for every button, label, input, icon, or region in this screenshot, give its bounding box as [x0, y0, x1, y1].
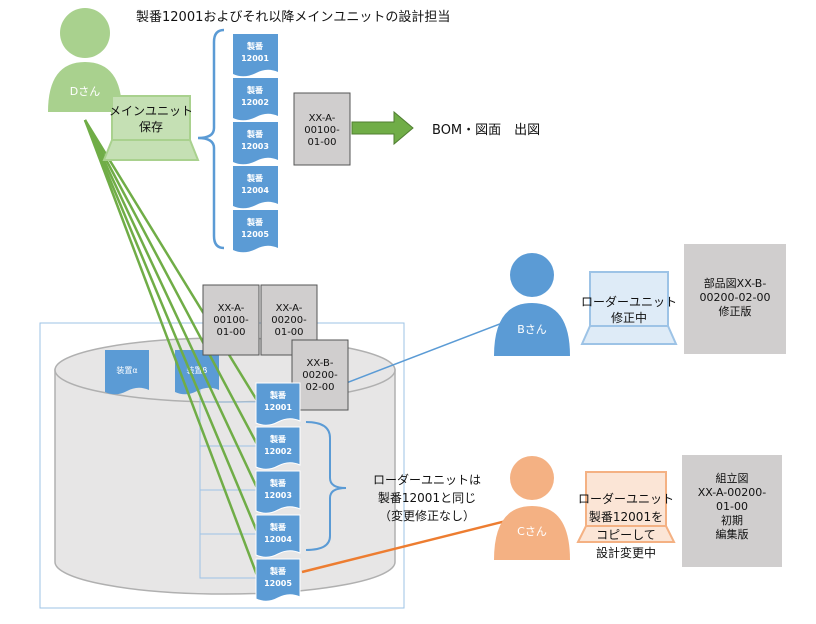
- db-doc-12002-line1: 製番: [269, 434, 287, 444]
- db-doc-12002-line2: 12002: [264, 447, 292, 456]
- person-d-name: Dさん: [70, 85, 100, 98]
- db-doc-12001-line1: 製番: [269, 390, 287, 400]
- top-doc-12005-line2: 12005: [241, 230, 269, 239]
- db-doc-12004: 製番 12004: [255, 514, 301, 558]
- output-label: BOM・図面 出図: [432, 123, 540, 138]
- db-tree-lines: [199, 385, 258, 579]
- top-doc-12003: 製番 12003: [233, 122, 278, 165]
- db-doc-12005: 製番 12005: [255, 558, 301, 602]
- person-c: Cさん: [494, 456, 570, 560]
- top-doc-12002-line1: 製番: [246, 85, 264, 95]
- diagram-title: 製番12001およびそれ以降メインユニットの設計担当: [136, 9, 450, 25]
- device-alpha-label: 装置α: [116, 365, 137, 375]
- person-c-name: Cさん: [517, 525, 547, 538]
- db-doc-12005-line2: 12005: [264, 579, 292, 588]
- top-doc-12004: 製番 12004: [233, 166, 278, 209]
- person-d: Dさん: [48, 8, 122, 112]
- b-drawing-box: 部品図XX-B- 00200-02-00 修正版: [684, 244, 786, 354]
- top-doc-12003-line1: 製番: [246, 129, 264, 139]
- laptop-d-line1: メインユニット: [109, 104, 193, 118]
- c-connection-line: [301, 518, 511, 574]
- db-brace: [305, 421, 347, 551]
- db-doc-12004-line1: 製番: [269, 522, 287, 532]
- top-doc-12001-line1: 製番: [246, 41, 264, 51]
- c-drawing-box: 組立図 XX-A-00200- 01-00 初期 編集版: [682, 455, 782, 567]
- top-doc-12003-line2: 12003: [241, 142, 269, 151]
- person-d-body: [48, 62, 122, 112]
- top-doc-12001: 製番 12001: [233, 34, 278, 77]
- db-doc-12005-line1: 製番: [269, 566, 287, 576]
- db-doc-12002: 製番 12002: [255, 426, 301, 470]
- b-drawing-line1: 部品図XX-B-: [704, 276, 767, 290]
- laptop-b: ローダーユニット 修正中: [580, 271, 678, 345]
- person-b-name: Bさん: [517, 323, 547, 336]
- db-doc-12001: 製番 12001: [255, 382, 301, 426]
- part-box-db3-line1: XX-B-: [307, 358, 334, 369]
- laptop-c-line1: ローダーユニット: [578, 491, 674, 506]
- c-drawing-line4: 初期: [721, 513, 743, 527]
- top-doc-12002-line2: 12002: [241, 98, 269, 107]
- loader-note-line2: 製番12001と同じ: [378, 491, 476, 505]
- laptop-d: メインユニット 保存: [102, 95, 200, 161]
- person-d-head: [60, 8, 110, 58]
- part-box-db1-line1: XX-A-: [218, 303, 245, 314]
- top-doc-12004-line1: 製番: [246, 173, 264, 183]
- b-drawing-line2: 00200-02-00: [700, 291, 771, 304]
- part-box-db1-line2: 00100-: [213, 315, 249, 326]
- b-drawing-line3: 修正版: [719, 304, 752, 318]
- part-box-db2-line1: XX-A-: [276, 303, 303, 314]
- db-doc-12001-line2: 12001: [264, 403, 292, 412]
- part-box-db3-line2: 00200-: [302, 370, 338, 381]
- db-doc-12003-line1: 製番: [269, 478, 287, 488]
- laptop-c: ローダーユニット 製番12001を コピーして 設計変更中: [576, 471, 676, 560]
- part-box-db3: XX-B- 00200- 02-00: [291, 339, 349, 411]
- output-arrow: [351, 110, 414, 146]
- laptop-c-line3: コピーして: [596, 528, 656, 542]
- db-doc-12003-line2: 12003: [264, 491, 292, 500]
- part-box-db1-line3: 01-00: [216, 327, 245, 338]
- top-doc-12005: 製番 12005: [233, 210, 278, 253]
- part-box-top-line2: 00100-: [304, 125, 340, 136]
- db-doc-12004-line2: 12004: [264, 535, 292, 544]
- part-box-db2-line3: 01-00: [274, 327, 303, 338]
- loader-note-line3: （変更修正なし）: [379, 508, 475, 523]
- top-doc-12002: 製番 12002: [233, 78, 278, 121]
- c-drawing-line5: 編集版: [716, 527, 749, 541]
- top-brace: [197, 28, 225, 250]
- person-b-head: [510, 253, 554, 297]
- top-doc-12001-line2: 12001: [241, 54, 269, 63]
- part-box-top-line1: XX-A-: [309, 113, 336, 124]
- laptop-b-line2: 修正中: [611, 310, 647, 325]
- person-b: Bさん: [494, 253, 570, 356]
- part-box-db1: XX-A- 00100- 01-00: [202, 284, 260, 356]
- loader-note-line1: ローダーユニットは: [373, 472, 481, 487]
- db-doc-12003: 製番 12003: [255, 470, 301, 514]
- device-beta-label: 装置β: [186, 365, 207, 375]
- laptop-d-line2: 保存: [139, 120, 163, 134]
- part-box-top: XX-A- 00100- 01-00: [293, 92, 351, 166]
- c-drawing-line2: XX-A-00200-: [698, 486, 766, 499]
- part-box-top-line3: 01-00: [307, 137, 336, 148]
- laptop-c-line2: 製番12001を: [589, 510, 663, 524]
- top-doc-12004-line2: 12004: [241, 186, 269, 195]
- person-b-body: [494, 303, 570, 356]
- c-drawing-line3: 01-00: [716, 500, 748, 513]
- laptop-b-line1: ローダーユニット: [581, 294, 677, 309]
- c-drawing-line1: 組立図: [716, 471, 749, 485]
- top-doc-12005-line1: 製番: [246, 217, 264, 227]
- part-box-db3-line3: 02-00: [305, 382, 334, 393]
- laptop-c-line4: 設計変更中: [596, 545, 656, 560]
- person-c-head: [510, 456, 554, 500]
- person-c-body: [494, 506, 570, 560]
- device-alpha-doc: 装置α: [105, 350, 149, 395]
- part-box-db2-line2: 00200-: [271, 315, 307, 326]
